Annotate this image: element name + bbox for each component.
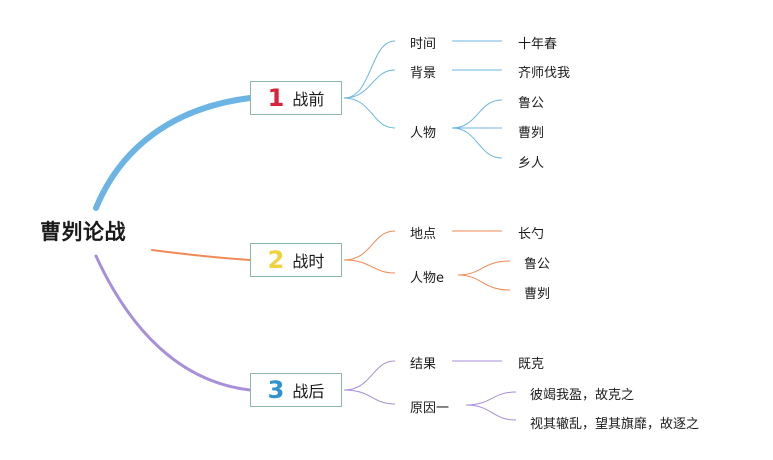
branch-2-people-1[interactable]: 鲁公 [524, 257, 551, 272]
branch-2-connectors [343, 230, 511, 291]
root-to-branch-3-line [94, 254, 252, 392]
root-to-branch-1-line [93, 95, 253, 211]
branch-3-item-reason-label[interactable]: 原因一 [410, 401, 450, 416]
branch-2-label: 战时 [292, 252, 325, 271]
branch-3-item-result-value[interactable]: 既克 [518, 357, 545, 372]
branch-node-2[interactable]: 2 战时 [250, 243, 342, 277]
branch-node-1[interactable]: 1 战前 [250, 81, 342, 115]
branch-2-people-2[interactable]: 曹刿 [524, 287, 551, 302]
root-to-branch-2-line [151, 249, 251, 261]
branch-2-item-place-value[interactable]: 长勺 [518, 227, 545, 242]
branch-1-people-1[interactable]: 鲁公 [518, 96, 545, 111]
branch-3-item-result-label[interactable]: 结果 [410, 357, 437, 372]
branch-1-number: 1 [267, 84, 285, 112]
branch-3-number: 3 [267, 376, 285, 404]
branch-1-item-time-value[interactable]: 十年春 [518, 37, 558, 52]
branch-1-item-background-label[interactable]: 背景 [410, 66, 437, 81]
branch-1-item-background-value[interactable]: 齐师伐我 [518, 66, 571, 81]
branch-node-3[interactable]: 3 战后 [250, 373, 342, 407]
branch-2-item-people-label[interactable]: 人物e [410, 271, 444, 286]
branch-2-number: 2 [267, 246, 285, 274]
branch-1-people-3[interactable]: 乡人 [518, 156, 545, 171]
branch-3-connectors [343, 360, 517, 421]
branch-1-item-time-label[interactable]: 时间 [410, 37, 437, 52]
branch-3-reason-2[interactable]: 视其辙乱，望其旗靡，故逐之 [530, 417, 700, 432]
branch-1-label: 战前 [292, 90, 325, 109]
branch-3-reason-1[interactable]: 彼竭我盈，故克之 [530, 388, 635, 403]
branch-3-label: 战后 [292, 382, 325, 401]
branch-1-item-people-label[interactable]: 人物 [410, 126, 437, 141]
branch-1-people-2[interactable]: 曹刿 [518, 126, 545, 141]
branch-2-item-place-label[interactable]: 地点 [410, 227, 437, 242]
root-topic[interactable]: 曹刿论战 [40, 220, 126, 244]
branch-1-connectors [343, 40, 503, 159]
